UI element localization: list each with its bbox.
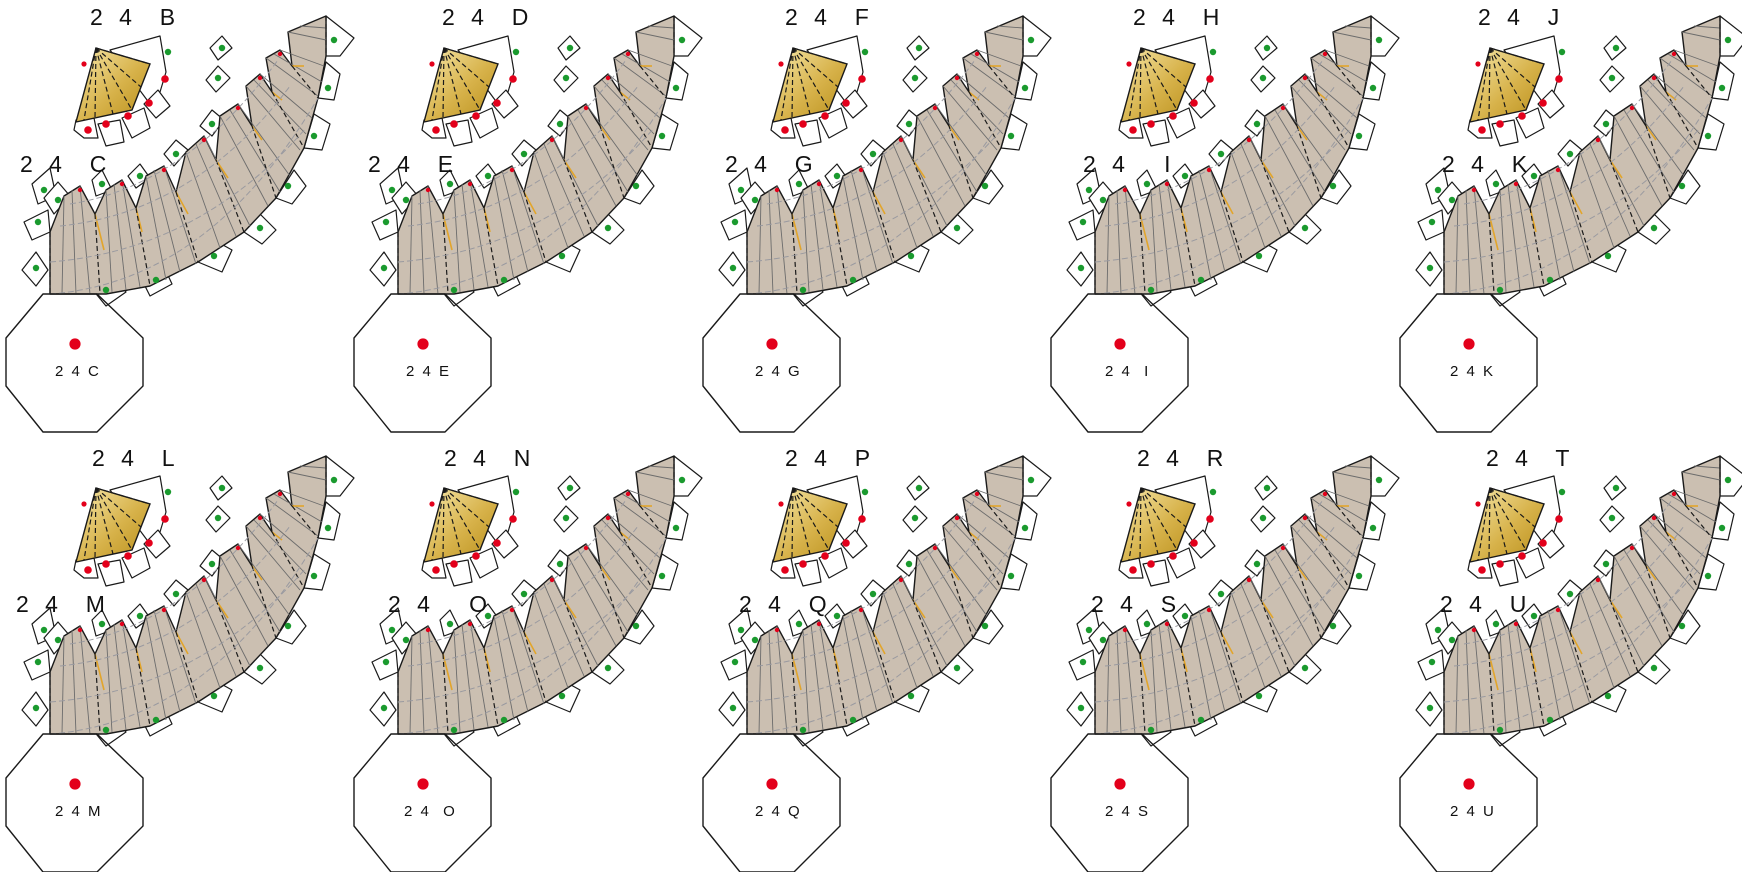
net-piece-4: 2 4 H 2 4 I 2 4 I (1050, 4, 1400, 433)
base-label: 2 4 E (406, 363, 451, 380)
petal-strip-label: 2 4 I (1083, 151, 1176, 177)
cap-label: 2 4 B (90, 4, 180, 30)
cap-label: 2 4 L (92, 445, 180, 471)
petal-strip-label: 2 4 M (16, 591, 110, 617)
base-label: 2 4 C (55, 363, 101, 380)
petal-strip-label: 2 4 G (725, 151, 818, 177)
petal-strip-label: 2 4 K (1442, 151, 1532, 177)
cap-label: 2 4 T (1486, 445, 1574, 471)
net-piece-10: 2 4 T 2 4 U 2 4 U (1399, 445, 1742, 872)
cap-label: 2 4 D (442, 4, 533, 30)
base-label: 2 4 Q (755, 803, 802, 820)
net-piece-2: 2 4 D 2 4 E 2 4 E (353, 4, 703, 433)
petal-strip-label: 2 4 U (1440, 591, 1531, 617)
net-piece-7: 2 4 N 2 4 O 2 4 O (353, 445, 703, 872)
base-label: 2 4 M (55, 803, 103, 820)
base-label: 2 4 U (1450, 803, 1496, 820)
cap-label: 2 4 J (1478, 4, 1564, 30)
petal-strip-label: 2 4 E (368, 151, 458, 177)
petal-strip-label: 2 4 C (20, 151, 111, 177)
base-label: 2 4 K (1450, 363, 1495, 380)
petal-strip-label: 2 4 O (388, 591, 492, 617)
net-piece-1: 2 4 B 2 4 C 2 4 C (5, 4, 355, 433)
cap-label: 2 4 F (785, 4, 874, 30)
base-label: 2 4 I (1105, 363, 1150, 380)
net-piece-9: 2 4 R 2 4 S 2 4 S (1050, 445, 1400, 872)
cap-label: 2 4 P (785, 445, 875, 471)
cap-label: 2 4 H (1133, 4, 1224, 30)
cap-label: 2 4 N (444, 445, 535, 471)
base-label: 2 4 S (1105, 803, 1150, 820)
base-label: 2 4 O (404, 803, 457, 820)
petal-strip-label: 2 4 Q (739, 591, 832, 617)
net-piece-6: 2 4 L 2 4 M 2 4 M (5, 445, 355, 872)
cap-label: 2 4 R (1137, 445, 1228, 471)
net-piece-3: 2 4 F 2 4 G 2 4 G (702, 4, 1052, 433)
net-piece-5: 2 4 J 2 4 K 2 4 K (1399, 4, 1742, 433)
net-piece-8: 2 4 P 2 4 Q 2 4 Q (702, 445, 1052, 872)
petal-strip-label: 2 4 S (1091, 591, 1181, 617)
base-label: 2 4 G (755, 363, 802, 380)
